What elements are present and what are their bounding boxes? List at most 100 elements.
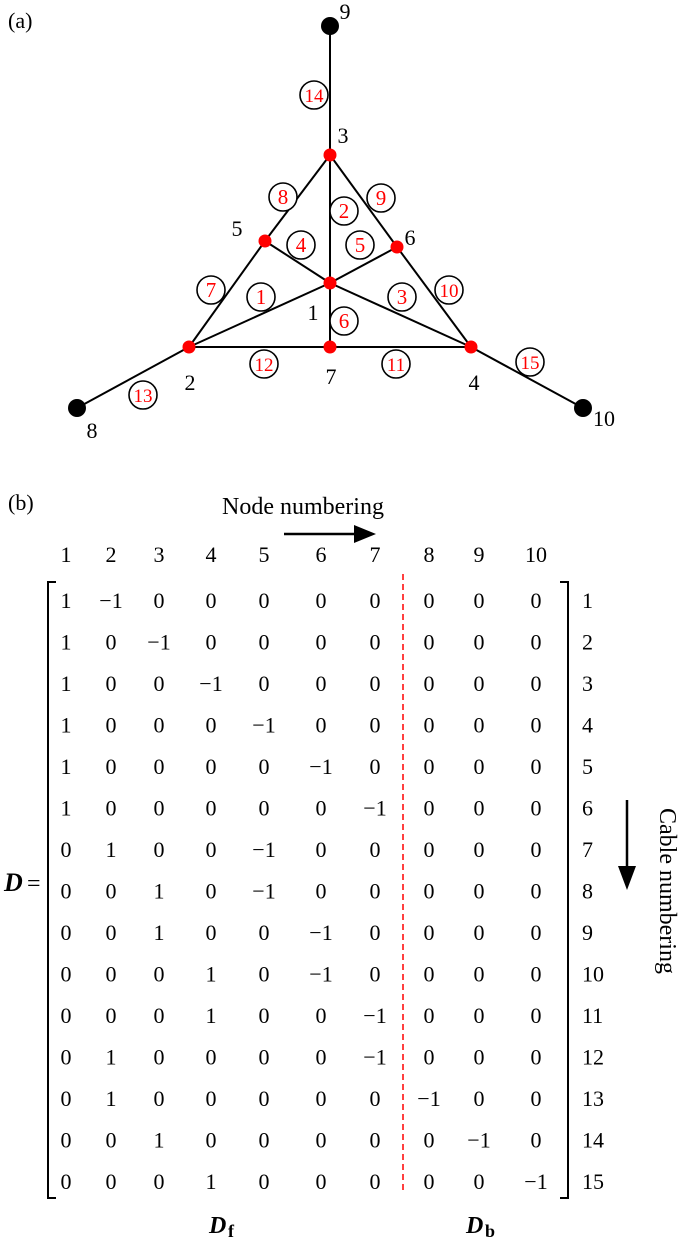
db-symbol: D — [465, 1213, 483, 1239]
matrix-cell: 0 — [206, 1128, 217, 1153]
matrix-cell: 0 — [474, 1003, 485, 1028]
db-subscript: b — [485, 1221, 495, 1240]
cable-4-label-group: 4 — [286, 230, 316, 260]
node-6-dot — [390, 240, 404, 254]
matrix-cell: 0 — [531, 588, 542, 613]
cable-numbering-label: Cable numbering — [654, 808, 680, 974]
matrix-cell: 1 — [154, 1128, 165, 1153]
matrix-cell: 0 — [154, 837, 165, 862]
column-header: 3 — [154, 542, 165, 567]
cable-label-circle — [286, 230, 316, 260]
matrix-cell: 0 — [316, 1045, 327, 1070]
matrix-cell: 0 — [259, 1169, 270, 1194]
column-header: 7 — [370, 542, 381, 567]
matrix-cell: −1 — [417, 1086, 440, 1111]
matrix-cell: 0 — [370, 754, 381, 779]
matrix-cell: 0 — [106, 920, 117, 945]
cable-numbering: Cable numbering — [618, 800, 680, 974]
node-6-label: 6 — [405, 225, 416, 250]
cable-label: 6 — [339, 309, 350, 333]
cable-15-label-group: 15 — [515, 347, 545, 377]
matrix-cell: −1 — [363, 1045, 386, 1070]
matrix-cell: 0 — [154, 962, 165, 987]
cable-label-circle — [246, 282, 276, 312]
panel-b-label: (b) — [8, 490, 34, 515]
matrix-cell: 0 — [370, 588, 381, 613]
cable-14-label-group: 14 — [299, 80, 329, 110]
cable-label: 13 — [134, 386, 153, 407]
matrix-cell: 0 — [259, 1003, 270, 1028]
node-2-label: 2 — [185, 370, 196, 395]
matrix-cell: −1 — [199, 671, 222, 696]
matrix-cell: 0 — [61, 879, 72, 904]
matrix-cell: 0 — [154, 1086, 165, 1111]
matrix-cell: 0 — [206, 754, 217, 779]
node-7-dot — [323, 340, 337, 354]
cable-label-circle — [196, 275, 226, 305]
node-4-dot — [464, 340, 478, 354]
matrix-cell: 0 — [531, 837, 542, 862]
matrix-cell: 0 — [61, 1003, 72, 1028]
column-header: 8 — [424, 542, 435, 567]
row-label: 9 — [582, 920, 593, 945]
matrix-cell: 0 — [206, 920, 217, 945]
matrix-cell: 0 — [154, 754, 165, 779]
matrix-cell: 0 — [316, 879, 327, 904]
matrix-cell: 0 — [474, 1045, 485, 1070]
cable-15-line — [470, 346, 584, 409]
matrix-cell: 0 — [531, 1086, 542, 1111]
node-9-label: 9 — [340, 0, 351, 24]
row-label: 15 — [582, 1169, 604, 1194]
cable-5-label-group: 5 — [345, 230, 375, 260]
matrix-cell: 0 — [259, 1128, 270, 1153]
matrix-cell: 0 — [316, 837, 327, 862]
cable-9-label-group: 9 — [366, 183, 396, 213]
matrix-cell: 0 — [474, 837, 485, 862]
matrix-cell: 0 — [531, 962, 542, 987]
matrix-cell: −1 — [252, 879, 275, 904]
matrix-cell: 0 — [370, 962, 381, 987]
row-label: 6 — [582, 796, 593, 821]
matrix-cell: 0 — [370, 920, 381, 945]
cable-label: 10 — [440, 281, 459, 302]
matrix-cell: −1 — [467, 1128, 490, 1153]
matrix-cell: 0 — [474, 671, 485, 696]
matrix-cell: 0 — [259, 920, 270, 945]
cable-10-line — [396, 246, 472, 348]
matrix-cell: 1 — [61, 754, 72, 779]
matrix-cell: 0 — [106, 962, 117, 987]
matrix-cell: 1 — [154, 920, 165, 945]
cable-label-circle — [329, 196, 359, 226]
df-symbol: D — [208, 1213, 226, 1239]
matrix-cell: 0 — [370, 837, 381, 862]
cable-13-label-group: 13 — [128, 380, 158, 410]
matrix-cell: −1 — [252, 837, 275, 862]
right-bracket — [560, 581, 569, 1199]
matrix-cell: 1 — [61, 671, 72, 696]
cable-label: 9 — [376, 186, 387, 210]
column-header: 4 — [206, 542, 217, 567]
cable-4-line — [264, 240, 331, 284]
node-1-label: 1 — [308, 300, 319, 325]
matrix-cell: 0 — [531, 879, 542, 904]
node-2-dot — [182, 340, 196, 354]
matrix-cell: 0 — [61, 920, 72, 945]
matrix-cell: 0 — [474, 879, 485, 904]
matrix-cell: 0 — [424, 671, 435, 696]
cable-label-circle — [381, 349, 411, 379]
matrix-cell: 0 — [259, 1045, 270, 1070]
matrix-cell: 0 — [424, 630, 435, 655]
matrix-cell: 0 — [206, 879, 217, 904]
cable-label-circle — [387, 282, 417, 312]
cable-label: 5 — [355, 233, 366, 257]
matrix-cell: −1 — [309, 754, 332, 779]
column-header: 5 — [259, 542, 270, 567]
